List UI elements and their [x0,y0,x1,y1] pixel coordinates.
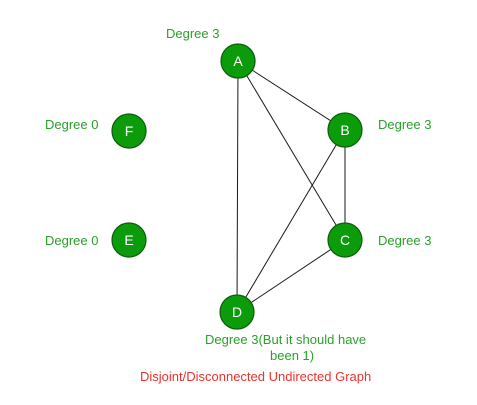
degree-label-a: Degree 3 [166,26,219,41]
degree-label-d-line2: been 1) [270,348,314,363]
edge-a-b [237,60,346,131]
edge-c-d [236,239,346,313]
edge-a-d [236,60,239,313]
diagram-caption: Disjoint/Disconnected Undirected Graph [140,369,371,384]
node-label-f: F [125,123,134,139]
node-a: A [220,43,256,79]
node-e: E [111,222,147,258]
node-circle-a [220,43,256,79]
degree-label-e: Degree 0 [45,233,98,248]
node-circle-c [327,222,363,258]
edge-b-d [236,129,346,313]
edge-a-c [237,60,346,241]
node-f: F [111,113,147,149]
degree-labels: Degree 3 Degree 3 Degree 3 Degree 0 Degr… [45,26,431,363]
node-label-a: A [233,53,243,69]
node-b: B [327,112,363,148]
node-circle-f [111,113,147,149]
node-d: D [219,294,255,330]
node-circle-e [111,222,147,258]
edge-layer [236,60,346,313]
node-label-e: E [124,232,133,248]
degree-label-b: Degree 3 [378,117,431,132]
node-label-c: C [340,232,350,248]
degree-label-d-line1: Degree 3(But it should have [205,332,366,347]
node-label-d: D [232,304,242,320]
node-circle-b [327,112,363,148]
node-c: C [327,222,363,258]
degree-label-f: Degree 0 [45,117,98,132]
degree-label-c: Degree 3 [378,233,431,248]
node-layer: A B C D E F [111,43,363,330]
node-label-b: B [340,122,349,138]
node-circle-d [219,294,255,330]
